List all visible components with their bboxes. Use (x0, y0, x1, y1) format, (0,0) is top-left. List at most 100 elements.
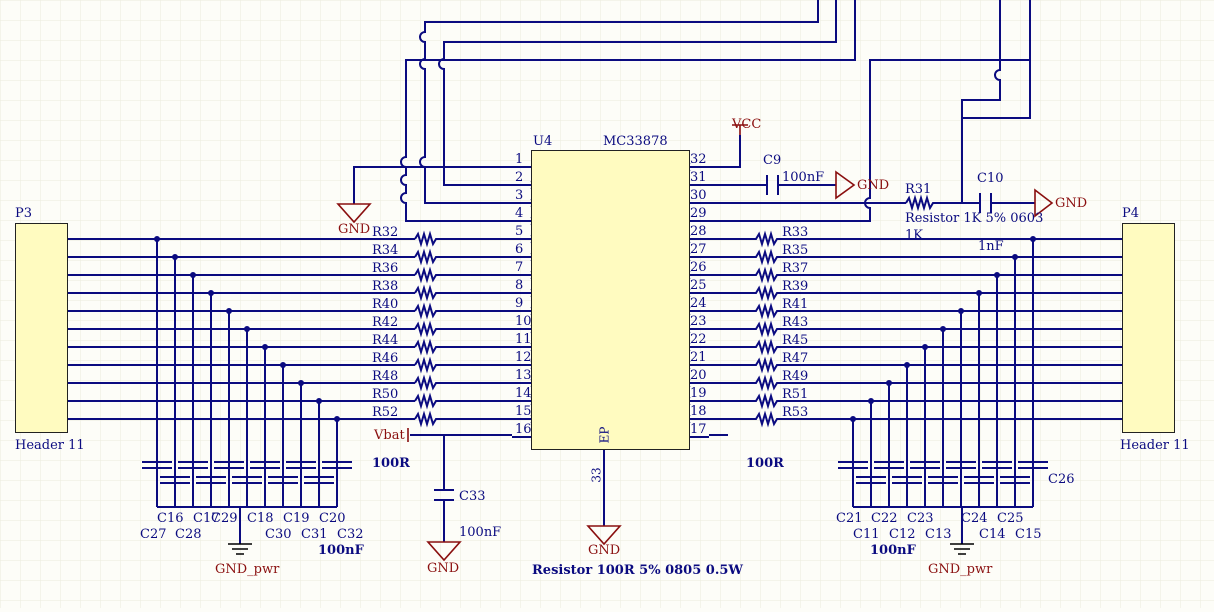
ic-pin-number: 7 (515, 260, 523, 275)
right-cap-plate (1018, 461, 1048, 469)
left-header-body (15, 223, 68, 433)
right-cap-plate (964, 476, 994, 484)
left-cap-ref: C32 (337, 527, 364, 542)
left-resistor-symbol (414, 374, 512, 392)
right-resistor-symbol (709, 266, 1122, 284)
right-cap-ref: C14 (979, 527, 1006, 542)
left-resistor-ref: R42 (372, 315, 398, 330)
right-resistor-symbol (709, 338, 1122, 356)
right-resistor-ref: R39 (782, 279, 808, 294)
left-resistor-symbol (414, 266, 512, 284)
right-resistor-ref: R41 (782, 297, 808, 312)
right-cap-plate (946, 461, 976, 469)
left-cap-plate (160, 476, 190, 484)
right-cap-plate (856, 476, 886, 484)
left-resistor-ref: R34 (372, 243, 398, 258)
right-cap-plate (838, 461, 868, 469)
right-cap-ref: C12 (889, 527, 916, 542)
right-resistor-ref: R43 (782, 315, 808, 330)
ic-pin-number: 11 (515, 332, 532, 347)
static-wiring (157, 0, 1054, 562)
left-cap-ref: C16 (157, 511, 184, 526)
left-cap-plate (196, 476, 226, 484)
left-cap-ref: C27 (140, 527, 167, 542)
left-resistor-symbol (414, 230, 512, 248)
ic-pin-number: 22 (690, 332, 707, 347)
right-resistor-symbol (709, 320, 1122, 338)
right-cap-ref: C15 (1015, 527, 1042, 542)
left-cap-plate (232, 476, 262, 484)
ic-pin-number: 28 (690, 224, 707, 239)
ic-pin-number: 23 (690, 314, 707, 329)
ic-pin-number: 30 (690, 188, 707, 203)
left-cap-ref: C29 (211, 511, 238, 526)
right-cap-ref: C25 (997, 511, 1024, 526)
right-resistor-ref: R37 (782, 261, 808, 276)
right-resistor-symbol (709, 302, 1122, 320)
ic-pin-number: 12 (515, 350, 532, 365)
right-resistor-ref: R51 (782, 387, 808, 402)
ic-pin-number: 26 (690, 260, 707, 275)
ic-pin-number: 10 (515, 314, 532, 329)
left-cap-plate (286, 461, 316, 469)
left-resistor-symbol (414, 248, 512, 266)
ic-pin-number: 19 (690, 386, 707, 401)
left-resistor-symbol (414, 284, 512, 302)
right-cap-ref: C13 (925, 527, 952, 542)
right-resistor-symbol (709, 230, 1122, 248)
right-resistor-ref: R47 (782, 351, 808, 366)
ic-pin-number: 14 (515, 386, 532, 401)
ic-pin-number: 1 (515, 152, 523, 167)
ic-pin-number: 21 (690, 350, 707, 365)
left-resistor-ref: R46 (372, 351, 398, 366)
right-resistor-symbol (709, 248, 1122, 266)
right-header-body (1122, 223, 1175, 433)
left-cap-plate (268, 476, 298, 484)
right-cap-plate (910, 461, 940, 469)
ic-pin-number: 9 (515, 296, 523, 311)
ic-pin-number: 15 (515, 404, 532, 419)
left-resistor-symbol (414, 320, 512, 338)
left-cap-ref: C18 (247, 511, 274, 526)
ic-body (531, 150, 690, 450)
left-resistor-ref: R52 (372, 405, 398, 420)
right-cap-plate (892, 476, 922, 484)
ic-pin-number: 24 (690, 296, 707, 311)
ic-pin-number: 17 (690, 422, 707, 437)
right-resistor-ref: R35 (782, 243, 808, 258)
ic-pin-number: 5 (515, 224, 523, 239)
left-cap-plate (250, 461, 280, 469)
right-cap-ref: C22 (871, 511, 898, 526)
right-cap-plate (874, 461, 904, 469)
ic-pin-number: 2 (515, 170, 523, 185)
ic-pin-number: 16 (515, 422, 532, 437)
right-resistor-symbol (709, 392, 1122, 410)
ic-pin-number: 4 (515, 206, 523, 221)
ic-pin-number: 3 (515, 188, 523, 203)
right-cap-ref: C21 (836, 511, 863, 526)
left-cap-ref: C28 (175, 527, 202, 542)
left-cap-ref: C30 (265, 527, 292, 542)
ic-pin-number: 27 (690, 242, 707, 257)
ic-pin-number: 20 (690, 368, 707, 383)
ic-pin-number: 31 (690, 170, 707, 185)
ic-pin-number: 25 (690, 278, 707, 293)
left-resistor-symbol (414, 392, 512, 410)
right-resistor-ref: R53 (782, 405, 808, 420)
left-resistor-symbol (414, 338, 512, 356)
right-resistor-ref: R33 (782, 225, 808, 240)
ic-pin-number: 32 (690, 152, 707, 167)
left-resistor-ref: R44 (372, 333, 398, 348)
left-resistor-symbol (414, 356, 512, 374)
right-resistor-symbol (709, 410, 1122, 428)
left-resistor-ref: R36 (372, 261, 398, 276)
left-cap-plate (304, 476, 334, 484)
right-resistor-symbol (709, 374, 1122, 392)
right-resistor-ref: R49 (782, 369, 808, 384)
right-cap-plate (982, 461, 1012, 469)
right-cap-plate (1000, 476, 1030, 484)
left-cap-plate (178, 461, 208, 469)
ic-pin-number: 6 (515, 242, 523, 257)
